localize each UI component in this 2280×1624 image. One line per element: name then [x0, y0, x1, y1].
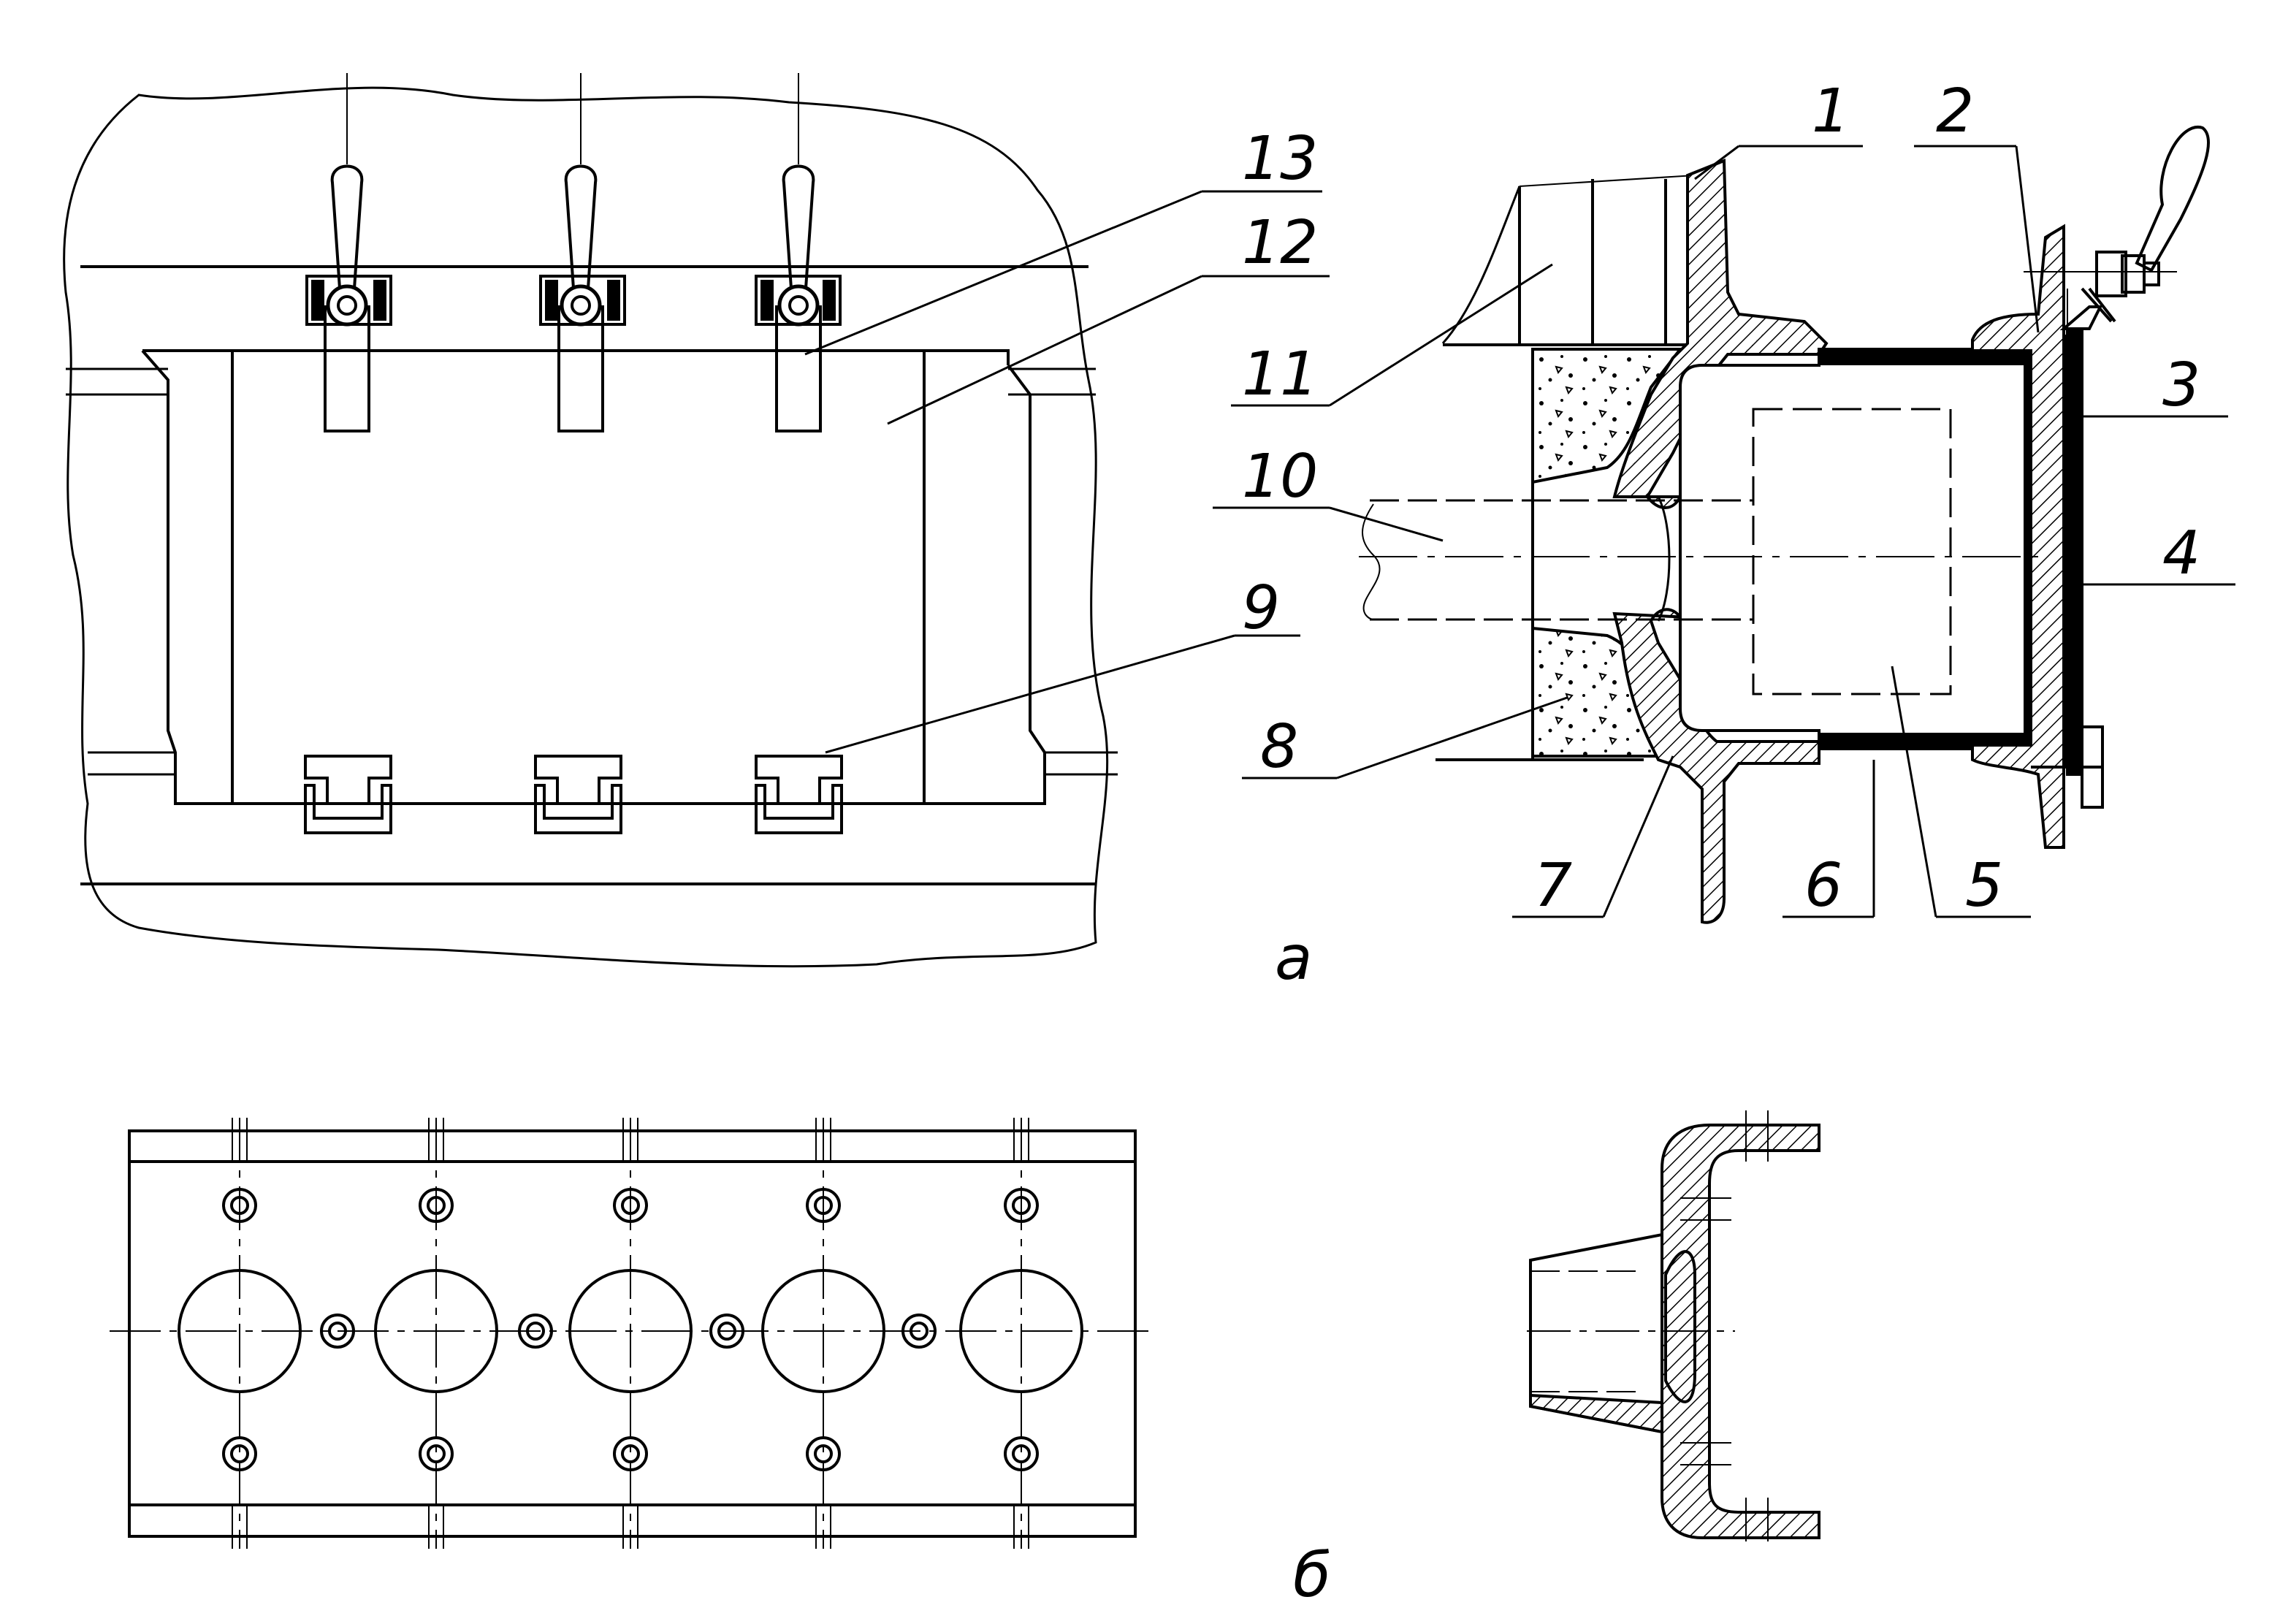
outer-sheet: [2066, 327, 2083, 776]
callout-1: 1: [1812, 77, 1850, 146]
view-a-label: а: [1275, 922, 1312, 994]
latch-handle: [2135, 126, 2210, 272]
callout-2: 2: [1936, 77, 1974, 146]
bolt-hole-inner: [814, 1196, 833, 1215]
support-bracket-2: [534, 755, 622, 834]
callout-9: 9: [1242, 573, 1280, 643]
bolt-hole: [222, 1436, 257, 1471]
bolt-hole: [518, 1314, 553, 1349]
callout-12: 12: [1242, 208, 1318, 278]
door-front-view: [63, 86, 1118, 968]
latch-2: [539, 73, 626, 432]
plate-plan-view: [110, 1129, 1154, 1538]
bolt-hole: [613, 1436, 648, 1471]
bolt-hole: [1004, 1436, 1039, 1471]
bolt-hole-inner: [328, 1322, 347, 1341]
bolt-hole-inner: [1012, 1444, 1031, 1463]
bolt-hole: [806, 1188, 841, 1223]
bolt-hole: [806, 1436, 841, 1471]
plate-holes: [178, 1118, 1083, 1549]
callout-7: 7: [1534, 851, 1572, 920]
bolt-hole: [419, 1436, 454, 1471]
bolt-hole-inner: [526, 1322, 545, 1341]
bolt-hole-inner: [621, 1444, 640, 1463]
latch-3: [755, 73, 842, 432]
bolt-hole-inner: [230, 1444, 249, 1463]
bolt-hole: [419, 1188, 454, 1223]
callout-13: 13: [1242, 124, 1318, 194]
bolt-hole-inner: [814, 1444, 833, 1463]
callout-4: 4: [2162, 519, 2200, 588]
insulation-insert: [1752, 408, 1952, 695]
callout-3: 3: [2162, 351, 2200, 420]
refractory-top: [1531, 348, 1684, 484]
callout-10: 10: [1242, 442, 1318, 511]
latch-1: [305, 73, 392, 432]
bolt-hole-inner: [230, 1196, 249, 1215]
wall-top-break: [1441, 186, 1521, 345]
door-frame: [141, 349, 1046, 805]
bolt-hole: [613, 1188, 648, 1223]
bolt-hole-inner: [427, 1444, 446, 1463]
frame-profile-view: [1527, 1110, 1820, 1541]
bolt-hole-inner: [621, 1196, 640, 1215]
bolt-hole-inner: [910, 1322, 929, 1341]
callout-8: 8: [1260, 712, 1298, 782]
bolt-hole: [901, 1314, 937, 1349]
support-bracket-1: [304, 755, 392, 834]
leader-lines: [804, 145, 2235, 918]
bolt-hole: [709, 1314, 744, 1349]
callout-11: 11: [1242, 340, 1318, 409]
door-box: [1679, 357, 2032, 739]
bolt-hole: [1004, 1188, 1039, 1223]
callout-6: 6: [1804, 851, 1842, 920]
door-flange: [1971, 224, 2065, 849]
support-bracket-3: [755, 755, 843, 834]
bolt-hole-inner: [717, 1322, 736, 1341]
view-b-label: б: [1293, 1539, 1331, 1611]
bolt-hole: [320, 1314, 355, 1349]
callout-5: 5: [1965, 851, 2003, 920]
bolt-hole-inner: [427, 1196, 446, 1215]
wall-break-outline: [63, 86, 1109, 968]
bolt-hole-inner: [1012, 1196, 1031, 1215]
door-section-view: [1359, 126, 2210, 924]
bolt-hole: [222, 1188, 257, 1223]
